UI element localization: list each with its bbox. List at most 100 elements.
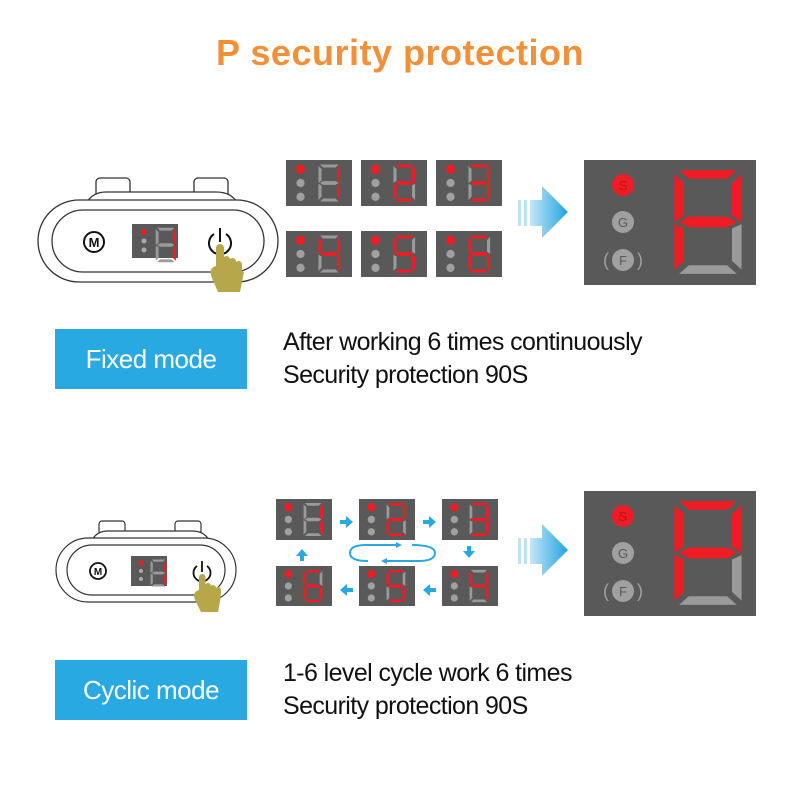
segment-d	[304, 599, 322, 603]
cyclic-mode-badge: Cyclic mode	[55, 660, 247, 720]
segment-g	[157, 243, 175, 247]
indicator-f-icon	[284, 594, 292, 602]
segment-a	[469, 235, 489, 239]
segment-e	[303, 520, 307, 535]
indicator-f-icon	[446, 192, 455, 201]
segment-g	[679, 547, 737, 559]
mode-button-label: M	[94, 567, 102, 578]
mode-button[interactable]: M	[89, 562, 107, 580]
indicator-s-icon	[450, 570, 459, 578]
segment-a	[319, 235, 339, 239]
segment-f	[468, 236, 472, 254]
segment-d	[304, 533, 322, 537]
level-display	[436, 231, 502, 277]
level-digit	[318, 164, 341, 202]
level-display	[286, 160, 352, 206]
indicator-s-icon	[612, 174, 634, 196]
indicator-f-icon	[450, 528, 459, 536]
segment-b	[403, 504, 406, 520]
level-digit	[468, 164, 491, 202]
indicator-g-icon	[367, 515, 376, 524]
segment-g	[679, 216, 737, 228]
segment-c	[732, 224, 742, 270]
segment-c	[486, 520, 489, 535]
indicator-s-icon	[370, 164, 381, 174]
device-illustration: M	[55, 520, 237, 612]
arrow-left-icon	[340, 584, 353, 596]
indicator-f-icon	[296, 192, 305, 201]
segment-f	[468, 165, 472, 183]
indicator-f-wave-right: )	[637, 581, 643, 601]
segment-f	[674, 505, 684, 553]
mode-button[interactable]: M	[83, 231, 105, 253]
segment-c	[487, 183, 491, 201]
segment-a	[470, 502, 488, 506]
segment-b	[164, 560, 167, 573]
segment-c	[485, 586, 489, 601]
indicator-g-icon	[612, 542, 634, 564]
segment-a	[304, 569, 322, 573]
segment-g	[394, 181, 414, 185]
indicator-g-label: G	[618, 215, 628, 230]
segment-e	[150, 573, 153, 586]
level-display	[286, 231, 352, 277]
segment-f	[318, 236, 322, 254]
segment-f	[303, 504, 307, 520]
level-display	[442, 499, 498, 540]
segment-e	[303, 586, 307, 601]
segment-d	[387, 599, 405, 603]
device-display	[132, 224, 178, 263]
segment-e	[468, 254, 472, 272]
level-display	[276, 499, 332, 540]
segment-f	[318, 165, 322, 183]
segment-e	[393, 183, 397, 201]
segment-d	[679, 596, 737, 605]
segment-d	[679, 265, 737, 274]
segment-b	[486, 504, 489, 520]
segment-e	[386, 586, 390, 601]
indicator-f-icon	[450, 594, 458, 602]
segment-a	[470, 569, 488, 573]
segment-b	[319, 571, 323, 586]
indicator-f-icon	[284, 528, 293, 536]
segment-b	[337, 165, 341, 183]
segment-g	[304, 517, 322, 522]
level-digit	[303, 569, 323, 603]
segment-g	[387, 584, 405, 588]
cycle-arrows	[296, 516, 475, 596]
segment-g	[304, 584, 322, 588]
indicator-g-icon	[371, 249, 380, 259]
segment-a	[394, 235, 414, 239]
segment-f	[393, 236, 397, 254]
level-display	[361, 160, 427, 206]
segment-a	[304, 502, 322, 506]
segment-b	[732, 174, 742, 222]
segment-f	[303, 571, 307, 586]
segment-d	[470, 533, 488, 537]
arrow-down-icon	[463, 546, 475, 558]
segment-c	[403, 520, 406, 535]
description-line: After working 6 times continuously	[283, 328, 643, 356]
indicator-f-icon	[371, 192, 380, 201]
indicator-f-icon	[296, 263, 305, 272]
segment-a	[679, 501, 737, 510]
segment-f	[386, 571, 390, 586]
segment-g	[469, 252, 489, 256]
indicator-s-icon	[612, 505, 634, 527]
segment-f	[150, 560, 153, 573]
level-digit	[469, 569, 489, 603]
segment-a	[679, 170, 737, 179]
indicator-f-label: F	[619, 584, 627, 599]
hand-pointer-icon	[210, 244, 244, 292]
arrow-right-icon	[423, 516, 436, 528]
segment-d	[319, 198, 339, 202]
arrow-right-icon	[340, 516, 353, 528]
segment-d	[319, 269, 339, 273]
segment-e	[318, 183, 322, 201]
segment-a	[157, 227, 175, 231]
segment-a	[151, 559, 166, 562]
indicator-s-icon	[284, 570, 293, 578]
segment-a	[387, 569, 405, 573]
segment-b	[320, 504, 323, 520]
